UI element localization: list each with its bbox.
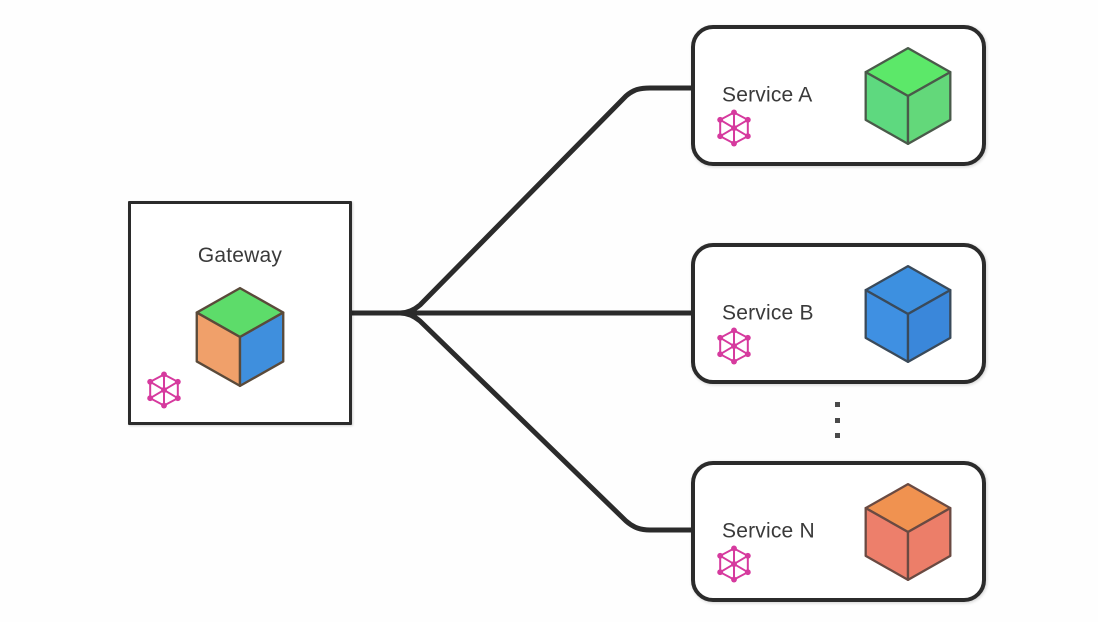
service-node-n[interactable]: Service N [691,461,986,602]
connector-gateway-to-service-n [397,310,694,533]
gateway-label: Gateway [197,244,283,267]
ellipsis-dot [835,433,840,438]
service-a-cube-icon [864,46,952,145]
service-n-label: Service N [722,519,815,543]
service-b-label: Service B [722,301,814,325]
service-mesh-hexagon-icon [147,371,181,409]
ellipsis-dot [835,417,840,423]
service-mesh-hexagon-icon [717,545,751,583]
service-node-b[interactable]: Service B [691,243,986,384]
service-mesh-hexagon-icon [717,109,751,147]
service-mesh-hexagon-icon [717,327,751,365]
service-node-a[interactable]: Service A [691,25,986,166]
ellipsis-dot [835,402,840,407]
connector-gateway-to-service-a [397,85,694,316]
gateway-cube-icon [195,286,285,388]
vertical-ellipsis [835,402,840,438]
service-n-cube-icon [864,482,952,581]
service-b-cube-icon [864,264,952,363]
gateway-node[interactable]: Gateway [128,201,352,425]
service-a-label: Service A [722,83,813,107]
